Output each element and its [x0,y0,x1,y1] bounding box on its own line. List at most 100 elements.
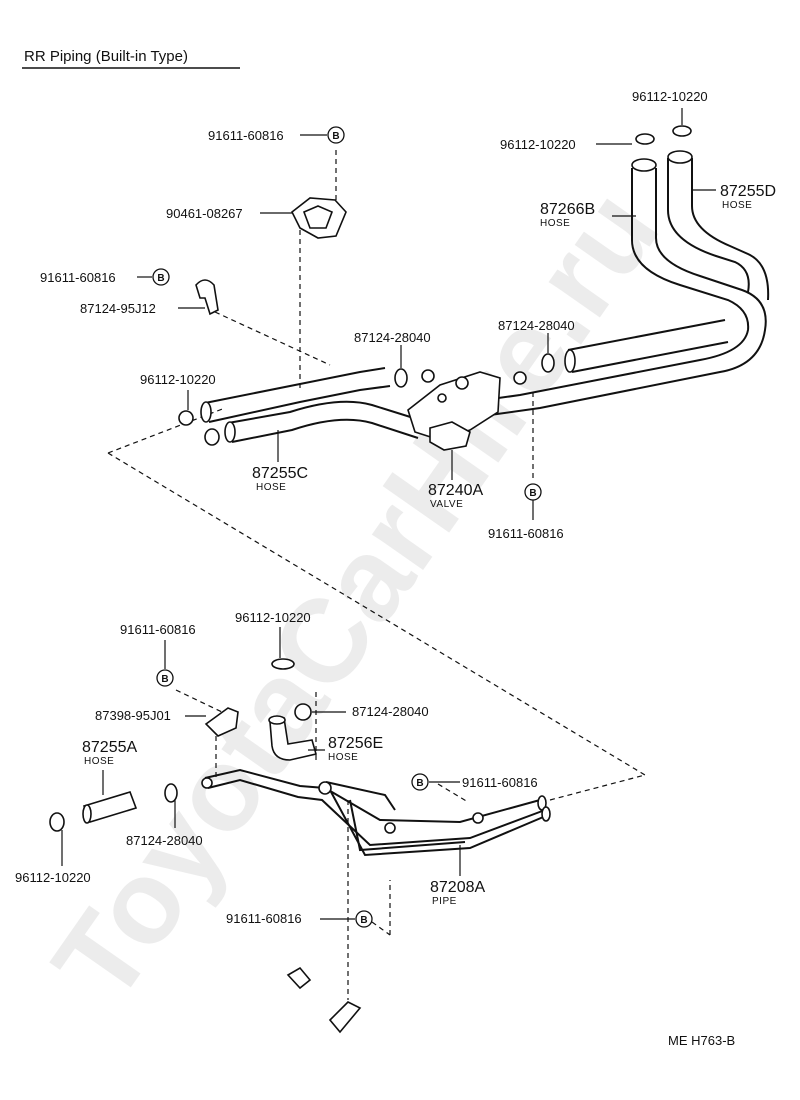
pipe-87208a-shape [325,781,396,811]
part-number-label: 96112-10220 [632,89,708,104]
bracket-87124-95j12 [195,279,219,316]
boundary-dash [371,921,391,936]
bolt-marker-b: B [411,773,429,791]
clamp-96112-10220 [271,658,295,670]
valve-port [455,376,469,390]
pipe-87208a-type: PIPE [432,896,457,907]
reference-code: ME H763-B [668,1033,735,1048]
hose-87266b-code: 87266B [540,201,595,218]
hose-87255c-shape [208,385,391,423]
hose-87255d-type: HOSE [722,200,752,211]
hose-end [268,715,286,725]
part-number-label: 87124-95J12 [80,301,156,316]
svg-text:B: B [161,674,168,685]
hose-87266b-shape [489,168,767,416]
clamp-87124-28040 [294,703,312,721]
part-number-label: 87124-28040 [498,318,575,333]
hose-end [631,158,657,172]
hose-end [564,349,576,373]
part-number-label: 87124-28040 [354,330,431,345]
clamp-87124-28040 [164,783,178,803]
clamp-96112-10220 [49,812,65,832]
pipe-87208a-shape [329,789,549,857]
clamp-96112-10220 [672,125,692,137]
boundary-dash [107,407,226,454]
clamp-87124-28040 [541,353,555,373]
svg-text:B: B [332,131,339,142]
part-number-label: 96112-10220 [500,137,576,152]
valve-87240a-body [407,371,501,441]
pipe-87208a-code: 87208A [430,879,485,896]
part-number-label: 87124-28040 [126,833,203,848]
svg-text:B: B [157,273,164,284]
valve-mount [429,421,471,451]
boundary-dash [437,783,469,803]
hose-87255d-shape [691,158,770,301]
hose-87256e-code: 87256E [328,735,383,752]
bolt-marker-b: B [355,910,373,928]
part-number-label: 87398-95J01 [95,708,171,723]
part-number-label: 91611-60816 [40,270,116,285]
pipe-87208a-shape [207,778,546,847]
watermark: ToyotaCarHire.ru [28,167,684,1025]
hose-87255a-code: 87255A [82,739,137,756]
lower-assembly: B B B 91611-60816 96112-10220 87398-95J0… [15,610,646,1034]
clamp-96112-10220 [635,133,655,145]
part-number-label: 90461-08267 [166,206,243,221]
pipe-end [201,777,213,789]
svg-text:B: B [360,915,367,926]
part-number-label: 91611-60816 [120,622,196,637]
hose-segment [571,341,729,373]
hose-87255c-shape [227,400,421,424]
hose-87255c-shape [231,418,419,443]
hose-87256e-type: HOSE [328,752,358,763]
hose-end [667,150,693,164]
svg-text:B: B [529,488,536,499]
hose-87255d-code: 87255D [720,183,776,200]
hose-87255c-type: HOSE [256,482,286,493]
diagram-title: RR Piping (Built-in Type) [24,48,188,65]
hose-end [224,421,236,443]
clamp-96112-10220 [178,410,194,426]
part-number-label: 91611-60816 [488,526,564,541]
holder-90461-08267-inner [302,205,334,229]
clamp-96112-10220 [204,428,220,446]
hose-end [200,401,212,423]
part-number-label: 96112-10220 [15,870,91,885]
bolt [286,966,312,990]
pipe-joint [318,781,332,795]
bolt-marker-b: B [327,126,345,144]
part-number-label: 96112-10220 [235,610,311,625]
part-number-label: 91611-60816 [226,911,302,926]
pipe-clamp [328,1001,362,1034]
pipe-end [541,806,551,822]
valve-port [513,371,527,385]
part-number-label: 87124-28040 [352,704,429,719]
boundary-dash [549,774,646,801]
part-number-label: 91611-60816 [208,128,284,143]
boundary-dash [214,311,331,366]
hose-87256e-shape [269,716,318,761]
part-number-label: 96112-10220 [140,372,216,387]
clamp-87124-28040 [394,368,408,388]
hose-end [82,804,92,824]
part-number-label: 91611-60816 [462,775,538,790]
bolt-marker-b: B [524,483,542,501]
hose-87255c-shape [204,367,386,404]
hose-87266b-shape [469,168,750,403]
hose-87266b-type: HOSE [540,218,570,229]
svg-text:B: B [416,778,423,789]
hose-87255a-type: HOSE [84,756,114,767]
valve-port [437,393,447,403]
pipe-clip [472,812,484,824]
valve-87240a-type: VALVE [430,499,463,510]
bolt-marker-b: B [156,669,174,687]
hose-segment [567,319,726,351]
bolt-marker-b: B [152,268,170,286]
hose-87255d-shape [667,158,750,293]
hose-87255c-code: 87255C [252,465,308,482]
valve-port [421,369,435,383]
pipe-clip [384,822,396,834]
upper-assembly: B B B 91611-60816 90461-08267 91611-6081… [40,89,776,776]
